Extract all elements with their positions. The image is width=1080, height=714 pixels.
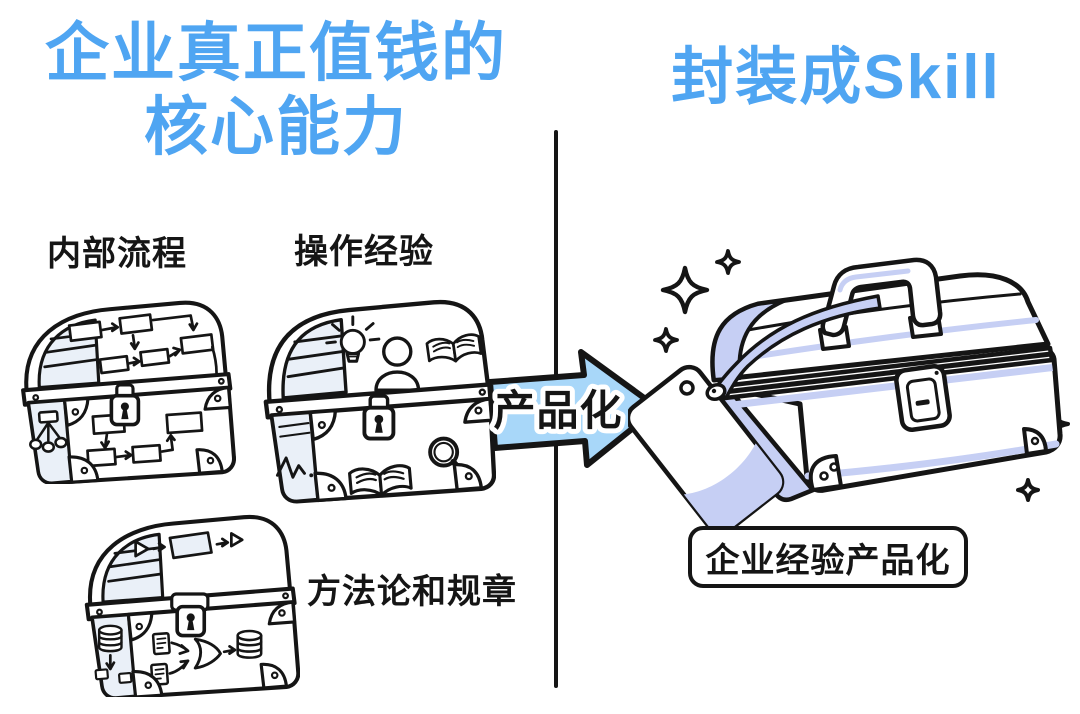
open-book-icon — [348, 464, 413, 497]
logic-gate-icon — [193, 637, 222, 670]
document-icon — [150, 632, 171, 686]
latch-icon — [894, 363, 952, 433]
skill-toolbox-illustration — [628, 249, 1071, 533]
org-chart-icon — [29, 410, 68, 453]
arrow-label: 产品化 — [493, 387, 622, 434]
tag-icon — [628, 364, 785, 533]
label-methodology-rules: 方法论和规章 — [307, 573, 517, 611]
chest-methodology-illustration — [84, 515, 300, 697]
label-operation-experience: 操作经验 — [294, 233, 434, 271]
label-internal-process: 内部流程 — [47, 235, 187, 273]
left-title-line2: 核心能力 — [144, 91, 408, 164]
signature-icon — [275, 456, 314, 479]
flowchart-icon — [67, 313, 215, 375]
chest-operation-experience-illustration — [263, 300, 496, 504]
toolbox-icon — [697, 257, 1063, 502]
right-section-title: 封装成Skill — [671, 43, 1001, 112]
database-icon — [236, 629, 263, 659]
chest-arch-cap — [101, 532, 165, 604]
padlock-icon — [170, 592, 210, 638]
lightbulb-icon — [325, 315, 381, 363]
padlock-icon — [109, 383, 141, 427]
caption-box: 企业经验产品化 — [688, 526, 968, 588]
productization-arrow: 产品化 — [487, 349, 661, 468]
caption-text: 企业经验产品化 — [705, 541, 951, 580]
play-triangle-icon — [134, 531, 244, 560]
database-icon — [97, 624, 123, 653]
handle-icon — [820, 257, 943, 338]
person-icon — [374, 336, 421, 392]
padlock-icon — [362, 394, 396, 441]
chest-internal-process-illustration — [21, 300, 236, 484]
open-book-icon — [425, 333, 483, 363]
left-section-title: 企业真正值钱的 核心能力 — [18, 16, 534, 164]
chest-arch-cap — [281, 317, 348, 400]
left-title-line1: 企业真正值钱的 — [45, 17, 507, 89]
cord-icon — [712, 294, 882, 400]
cord-knot — [705, 382, 727, 402]
arrow-right-icon — [487, 349, 661, 468]
